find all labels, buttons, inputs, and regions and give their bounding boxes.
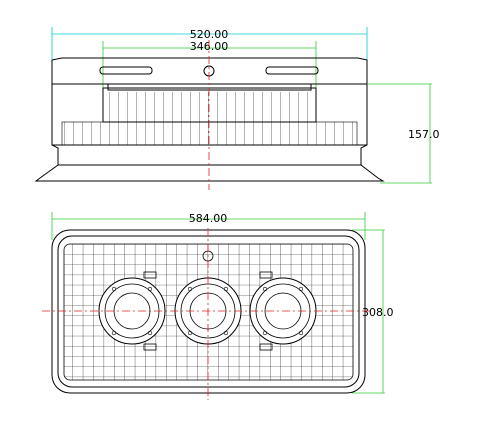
lens-module-1 — [98, 277, 166, 345]
top-housing — [51, 229, 366, 394]
dimension-overall-width-label: 520.00 — [190, 28, 229, 41]
dimension-overall-width: 520.00 — [51, 27, 368, 60]
dimension-width: 308.0 — [352, 229, 394, 394]
dimension-length-label: 584.00 — [189, 212, 228, 225]
side-fins — [103, 92, 316, 122]
side-view: 520.00 346.00 157.0 — [34, 27, 440, 190]
top-view: 584.00 308.0 — [42, 212, 394, 400]
dimension-length: 584.00 — [51, 212, 366, 240]
side-heatsink — [61, 121, 358, 146]
dimension-width-label: 308.0 — [362, 306, 394, 319]
dimension-inner-width: 346.00 — [102, 40, 317, 88]
dimension-height: 157.0 — [368, 83, 440, 184]
dimension-height-label: 157.0 — [408, 128, 440, 141]
